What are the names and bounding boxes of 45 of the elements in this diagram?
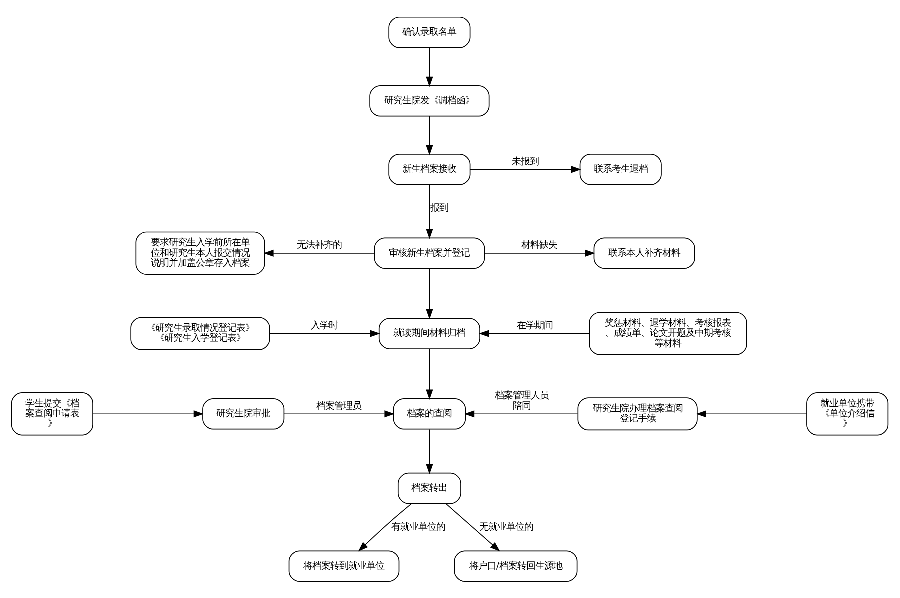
edge-label: 档案管理员 <box>316 400 362 412</box>
node-box: 《研究生录取情况登记表》《研究生入学登记表》 <box>130 316 270 350</box>
arrow <box>696 410 808 418</box>
arrow <box>284 410 395 418</box>
edge-label: 未报到 <box>512 156 539 167</box>
arrow <box>426 47 434 87</box>
arrow <box>426 184 434 239</box>
node-box: 学生提交《档案查阅申请表》 <box>11 392 94 436</box>
node-box: 就业单位携带《单位介绍信》 <box>806 392 889 436</box>
edge-label: 材料缺失 <box>521 240 558 251</box>
node-box: 研究生院办理档案查阅登记手续 <box>578 397 698 430</box>
node-box: 研究生院发《调档函》 <box>370 84 490 116</box>
arrow <box>446 503 500 552</box>
arrow <box>470 166 582 173</box>
arrow <box>358 503 412 552</box>
node-box: 审核新生档案并登记 <box>374 237 486 269</box>
arrow <box>264 249 376 256</box>
node-box: 研究生院审批 <box>202 398 285 430</box>
node-box: 确认录取名单 <box>388 16 471 48</box>
node-box: 联系本人补齐材料 <box>594 237 696 269</box>
edge-label: 入学时 <box>311 320 338 332</box>
arrow <box>269 330 380 337</box>
arrow <box>426 348 434 400</box>
node-box: 就读期间材料归档 <box>378 318 480 349</box>
node-box: 新生档案接收 <box>388 154 471 185</box>
node-box: 档案的查阅 <box>393 398 466 430</box>
arrow <box>426 268 434 320</box>
edge-label: 报到 <box>430 202 448 214</box>
node-box: 将户口/档案转回生源地 <box>454 550 578 582</box>
node-box: 奖惩材料、退学材料、考核报表、成绩单、论文开题及中期考核等材料 <box>589 312 748 355</box>
node-box: 联系考生退档 <box>580 154 662 185</box>
arrow <box>92 410 204 418</box>
edge-label: 有就业单位的 <box>392 521 446 532</box>
node-box: 将档案转到就业单位 <box>288 550 400 582</box>
arrow <box>484 249 596 256</box>
arrow <box>479 330 590 337</box>
edge-label: 无法补齐的 <box>297 240 342 251</box>
arrow <box>426 428 434 474</box>
node-box: 要求研究生入学前所在单位和研究生本人报交情况说明并加盖公章存入档案 <box>136 231 266 274</box>
node-box: 档案转出 <box>398 472 462 504</box>
edge-label: 档案管理人员陪同 <box>494 390 549 412</box>
arrow <box>464 410 578 418</box>
edge-label: 无就业单位的 <box>480 521 534 532</box>
arrow <box>426 116 434 156</box>
edge-label: 在学期间 <box>516 320 553 332</box>
